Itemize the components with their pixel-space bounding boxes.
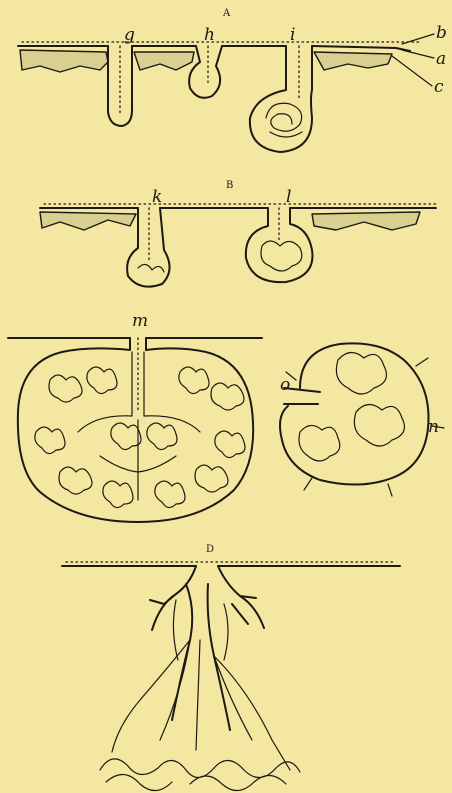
panel-c: m o n: [8, 311, 444, 522]
panel-c-acini: [35, 367, 245, 508]
panel-a-tissue-layer-right: [314, 52, 392, 70]
label-n: n: [428, 417, 439, 437]
label-g: g: [124, 25, 135, 45]
label-c: c: [434, 77, 444, 97]
panel-b-gland-l-lobes: [261, 241, 302, 271]
panel-c-small-gland: [280, 343, 429, 484]
panel-d-branches: [150, 566, 264, 730]
label-a: a: [436, 49, 446, 69]
panel-a-caption: A: [222, 8, 231, 19]
label-k: k: [152, 187, 162, 207]
panel-d-coils: [100, 759, 300, 791]
panel-d-caption: D: [206, 544, 215, 555]
label-b: b: [436, 23, 447, 43]
label-m: m: [132, 311, 148, 331]
label-i: i: [290, 25, 295, 45]
panel-a-coil: [266, 103, 302, 137]
panel-d: D: [62, 544, 400, 791]
label-h: h: [204, 25, 215, 45]
panel-b-tissue-right: [312, 212, 420, 230]
panel-a: A g h i b a c: [18, 8, 447, 152]
panel-c-compound-gland: [18, 338, 253, 522]
panel-c-small-gland-lobes: [299, 352, 404, 461]
panel-b-tissue-left: [40, 212, 136, 230]
label-l: l: [286, 187, 291, 207]
panel-c-compound-gland-inner: [78, 352, 200, 500]
panel-a-tissue-layer: [20, 50, 108, 72]
label-o: o: [280, 375, 290, 395]
panel-b-gland-k-lobes: [138, 264, 164, 272]
panel-a-surface: [18, 46, 410, 51]
panel-b: B k l: [40, 180, 436, 287]
panel-a-tissue-layer-mid: [134, 52, 194, 70]
panel-b-caption: B: [226, 180, 234, 191]
